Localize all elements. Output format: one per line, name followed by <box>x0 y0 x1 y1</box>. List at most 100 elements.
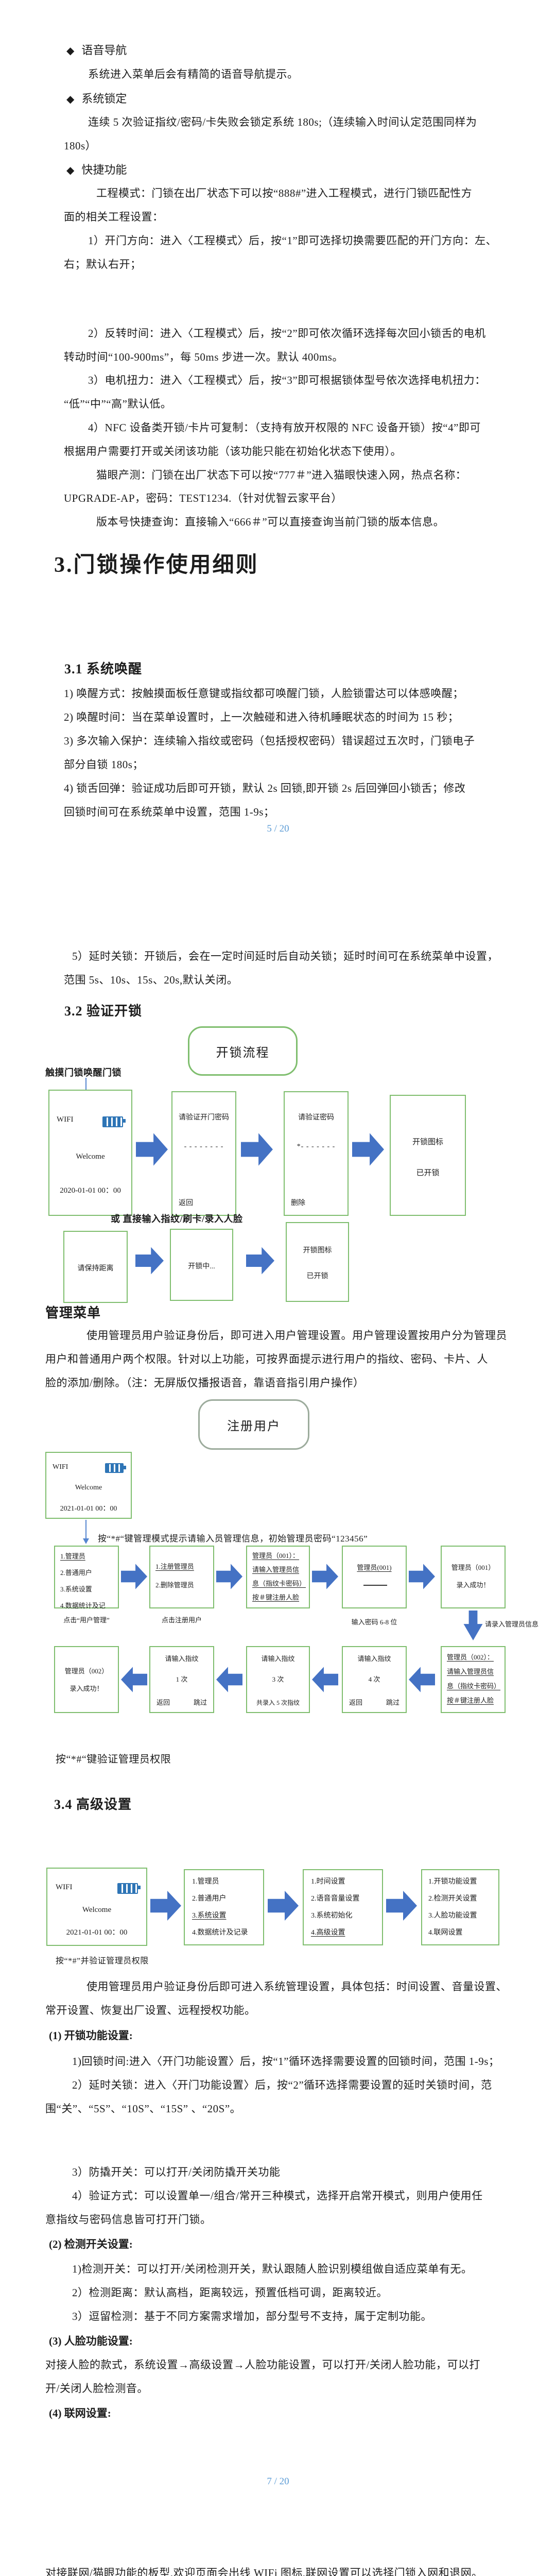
intro-line: 猫眼产测：门锁在出厂状态下可以按“777＃”进入猫眼快速入网，热点名称： <box>96 469 467 481</box>
intro-line: 版本号快捷查询：直接输入“666＃”可以直接查询当前门锁的版本信息。 <box>96 516 445 528</box>
s31-line5b: 范围 5s、10s、15s、20s,默认关闭。 <box>64 974 238 986</box>
intro-line: 4）NFC 设备类开锁/卡片可复制：（支持有放开权限的 NFC 设备开锁）按“4… <box>88 421 481 434</box>
screen-enter-password: 请验证开门密码 - - - - - - - - 返回 <box>171 1091 236 1216</box>
admin-002-input-box: 管理员（002）： 请输入管理员信 息（指纹卡密码） 按＃键注册人脸 <box>441 1646 506 1713</box>
s31-line: 部分自锁 180s； <box>64 758 144 771</box>
bullet-voice-nav: ◆语音导航 <box>66 44 127 57</box>
down-block-arrow-icon <box>463 1611 483 1640</box>
s34-line: 3）防撬开关：可以打开/关闭防撬开关功能 <box>72 2166 281 2178</box>
right-arrow-icon <box>268 1890 299 1921</box>
s34-net-line: 对接联网/猫眼功能的板型,欢迎页面会出线 WIFi 图标,联网设置可以选择门锁入… <box>45 2567 483 2576</box>
admin-002-success-box: 管理员（002） 录入成功！ <box>54 1646 119 1713</box>
s31-line: 3) 多次输入保护：连续输入指纹或密码（包括授权密码）错误超过五次时，门锁电子 <box>64 735 475 747</box>
s34-para: 常开设置、恢复出厂设置、远程授权功能。 <box>45 2004 256 2016</box>
wifi-label: WIFI <box>57 1115 74 1124</box>
right-arrow-icon <box>386 1890 417 1921</box>
arrow-label-enroll-admin: 请录入管理员信息 <box>485 1620 539 1628</box>
intro-line: 1）开门方向：进入〈工程模式〉后，按“1”即可选择切换需要匹配的开门方向：左、 <box>88 234 497 247</box>
s33-para: 脸的添加/删除。（注：无屏版仅播报语音，靠语音指引用户操作） <box>45 1377 364 1389</box>
intro-line: 转动时间“100-900ms”，每 50ms 步进一次。默认 400ms。 <box>64 351 343 363</box>
intro-line: 工程模式：门锁在出厂状态下可以按“888#”进入工程模式，进行门锁匹配性方 <box>96 187 473 199</box>
admin-001-success-box: 管理员（001） 录入成功！ <box>441 1546 506 1608</box>
intro-line: 3）电机扭力：进入〈工程模式〉后，按“3”即可根据锁体型号依次选择电机扭力： <box>88 374 486 386</box>
left-arrow-icon <box>312 1667 338 1692</box>
section3-title: 3.门锁操作使用细则 <box>54 553 259 577</box>
diamond-bullet-icon: ◆ <box>66 165 75 176</box>
voice-nav-body: 系统进入菜单后会有精简的语音导航提示。 <box>88 68 299 80</box>
s31-line: 2) 唤醒时间：当在菜单设置时，上一次触碰和进入待机睡眠状态的时间为 15 秒； <box>64 711 459 723</box>
s34-line: 对接人脸的款式，系统设置→高级设置→人脸功能设置，可以打开/关闭人脸功能，可以打 <box>45 2359 480 2371</box>
s34-line: 开/关闭人脸检测音。 <box>45 2382 148 2395</box>
battery-icon <box>117 1883 141 1894</box>
system-lock-line2: 180s） <box>64 140 97 152</box>
date-label: 2020-01-01 00：00 <box>60 1187 121 1195</box>
diamond-bullet-icon: ◆ <box>66 94 75 105</box>
s34-line: 意指纹与密码信息皆可打开门锁。 <box>45 2213 212 2226</box>
intro-line: “低”“中”“高”默认低。 <box>64 398 172 410</box>
right-arrow-icon <box>312 1564 338 1589</box>
intro-line: 根据用户需要打开或关闭该功能（该功能只能在初始化状态下使用）。 <box>64 445 402 457</box>
s34-line: 4）验证方式：可以设置单一/组合/常开三种模式，选择开启常开模式，则用户使用任 <box>72 2190 483 2202</box>
register-admin-box: 1.注册管理员 2.删除管理员 <box>149 1546 214 1608</box>
s34-h4: (4) 联网设置: <box>49 2407 111 2419</box>
s31-line: 回锁时间可在系统菜单中设置，范围 1-9s； <box>64 806 275 818</box>
welcome-label: Welcome <box>76 1153 105 1161</box>
diamond-bullet-icon: ◆ <box>66 45 75 57</box>
password-blank-line <box>363 1585 387 1586</box>
s34-line: 1)检测开关：可以打开/关闭检测开关，默认跟随人脸识别模组做自适应菜单有无。 <box>72 2263 473 2275</box>
manage-menu-title: 管理菜单 <box>45 1306 101 1320</box>
main-menu-box: 1.管理员 2.普通用户 3.系统设置 4.数据统计及记录 <box>184 1869 264 1945</box>
s33-para: 使用管理员用户验证身份后，即可进入用户管理设置。用户管理设置按用户分为管理员 <box>86 1329 507 1342</box>
down-arrow-icon <box>83 1520 89 1544</box>
system-lock-line1: 连续 5 次验证指纹/密码/卡失败会锁定系统 180s;（连续输入时间认定范围同… <box>88 116 477 128</box>
right-arrow-icon <box>135 1247 164 1275</box>
right-arrow-icon <box>136 1133 168 1166</box>
menu-box: 1.管理员 2.普通用户 3.系统设置 4.数据统计及记 <box>54 1546 119 1609</box>
right-arrow-icon <box>241 1133 273 1166</box>
screen-welcome-2021: WIFI Welcome 2021-01-01 00：00 <box>45 1452 132 1519</box>
admin-mode-note: 按“*#“键管理模式提示请输入员管理信息，初始管理员密码“123456” <box>98 1534 368 1544</box>
intro-line: 面的相关工程设置： <box>64 211 164 223</box>
caption-register-user: 点击注册用户 <box>161 1616 202 1624</box>
section31-title: 3.1 系统唤醒 <box>64 662 143 676</box>
page-number-7: 7 / 20 <box>267 2476 289 2487</box>
caption-user-manage: 点击“用户管理” <box>63 1616 110 1624</box>
s34-line: 围“关”、“5S”、“10S”、“15S” 、“20S”。 <box>45 2103 241 2115</box>
screen-unlocked: 开锁图标 已开锁 <box>390 1095 466 1216</box>
register-user-capsule: 注册用户 <box>198 1399 309 1450</box>
right-arrow-icon <box>121 1564 147 1589</box>
page-number-5: 5 / 20 <box>267 823 289 834</box>
wifi-label: WIFI <box>53 1463 68 1471</box>
s34-line: 2）检测距离：默认高档，距离较远，预置低档可调，距离较近。 <box>72 2286 388 2299</box>
flow34-caption: 按“*#”并验证管理员权限 <box>56 1957 149 1965</box>
fingerprint-1-box: 请输入指纹 1 次 返回 跳过 <box>149 1646 214 1713</box>
intro-line: UPGRADE-AP，密码：TEST1234.（针对优智云家平台） <box>64 492 342 504</box>
screen-welcome-2020: WIFI Welcome 2020-01-01 00：00 <box>48 1090 132 1216</box>
wake-label: 触摸门锁唤醒门锁 <box>45 1067 121 1078</box>
fingerprint-3-box: 请输入指纹 3 次 共录入 5 次指纹 <box>246 1646 310 1713</box>
right-arrow-icon <box>352 1133 384 1166</box>
bullet-system-lock: ◆系统锁定 <box>66 92 127 105</box>
caption-password-len: 输入密码 6-8 位 <box>351 1618 397 1626</box>
s34-line: 2）延时关锁：进入〈开门功能设置〉后，按“2”循环选择需要设置的延时关锁时间，范 <box>72 2079 492 2091</box>
s34-h2: (2) 检测开关设置: <box>49 2238 133 2250</box>
s31-line: 4) 锁舌回弹：验证成功后即可开锁，默认 2s 回锁,即开锁 2s 后回弹回小锁… <box>64 782 466 794</box>
left-arrow-icon <box>121 1667 147 1692</box>
screen-unlocking: 开锁中... <box>170 1229 233 1301</box>
s34-line: 1)回锁时间:进入〈开门功能设置〉后，按“1”循环选择需要设置的回锁时间，范围 … <box>72 2055 500 2067</box>
section34-title: 3.4 高级设置 <box>54 1797 132 1812</box>
s34-h3: (3) 人脸功能设置: <box>49 2335 133 2347</box>
screen-keep-distance: 请保持距离 <box>63 1231 128 1303</box>
advanced-settings-box: 1.开锁功能设置 2.检测开关设置 3.人脸功能设置 4.联网设置 <box>421 1869 499 1945</box>
fingerprint-4-box: 请输入指纹 4 次 返回 跳过 <box>342 1646 407 1713</box>
unlock-flow-capsule: 开锁流程 <box>188 1026 298 1076</box>
bullet-shortcut: ◆快捷功能 <box>66 163 127 176</box>
intro-line: 2）反转时间：进入〈工程模式〉后，按“2”即可依次循环选择每次回小锁舌的电机 <box>88 327 486 340</box>
s34-para: 使用管理员用户验证身份后即可进入系统管理设置，具体包括：时间设置、音量设置、 <box>86 1980 507 1993</box>
right-arrow-icon <box>409 1564 435 1589</box>
left-arrow-icon <box>409 1667 435 1692</box>
screen-verify-password: 请验证密码 *- - - - - - - 删除 <box>284 1091 349 1216</box>
right-arrow-icon <box>216 1564 242 1589</box>
battery-icon <box>102 1116 126 1127</box>
